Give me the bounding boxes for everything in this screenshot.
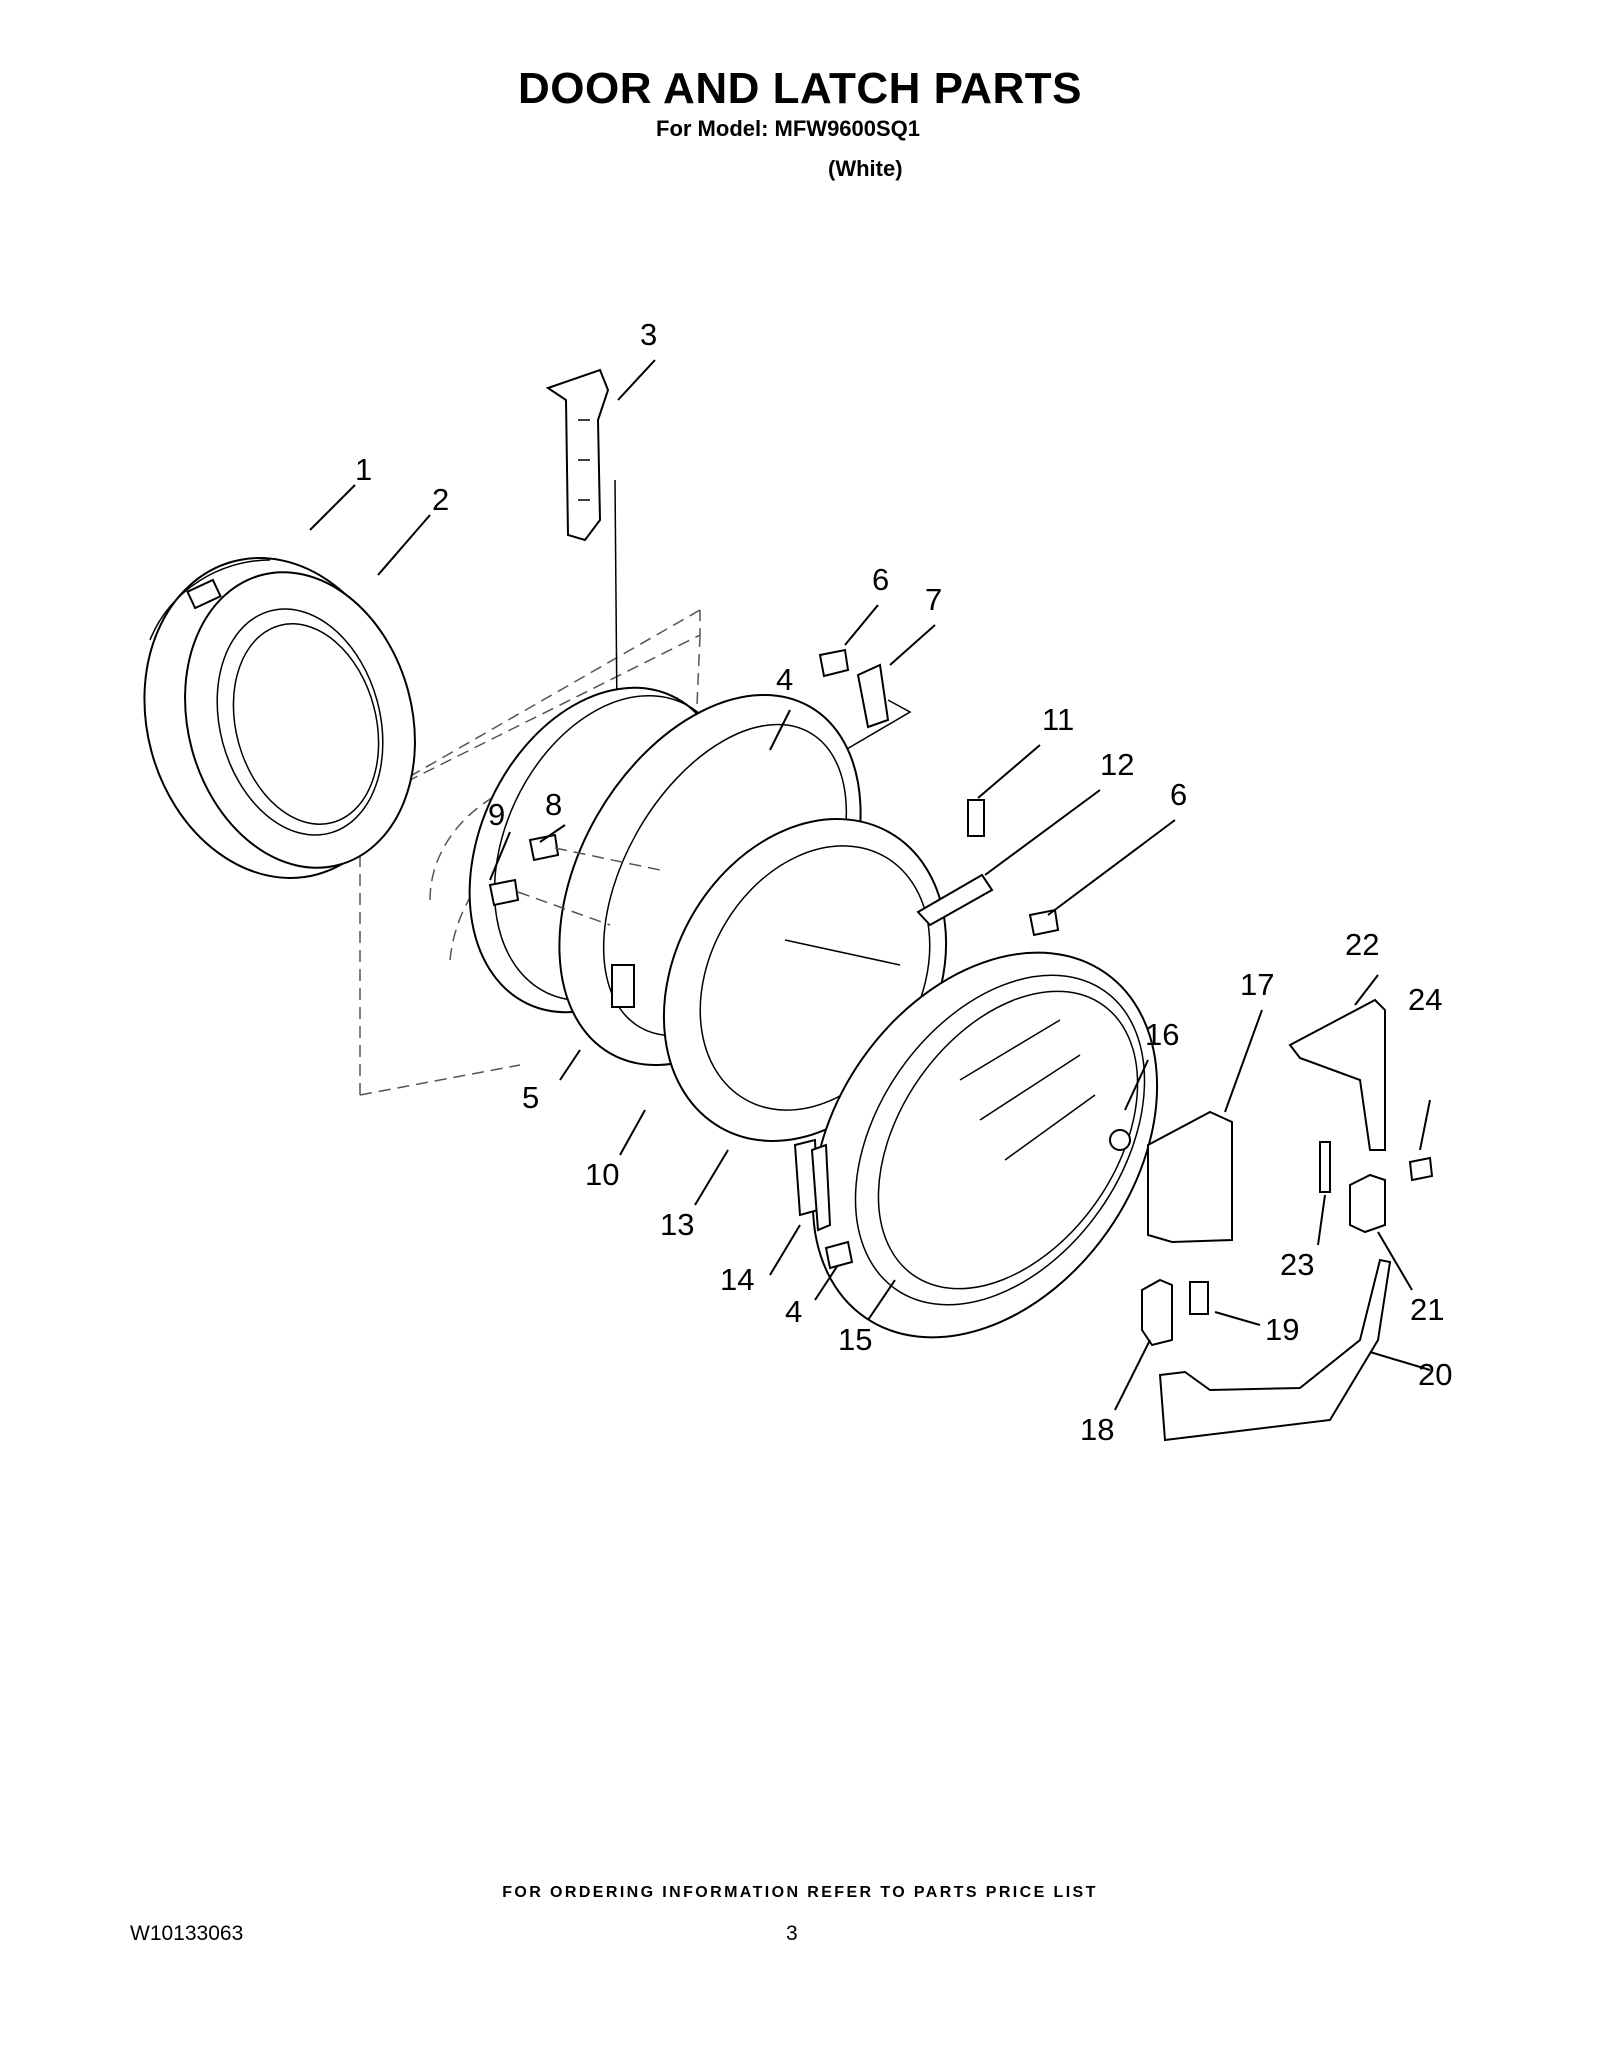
callout-17: 17 [1240, 967, 1274, 1002]
callout-2: 2 [432, 482, 449, 517]
drawing-artwork [143, 368, 1434, 1442]
page-number: 3 [786, 1922, 798, 1945]
callout-11: 11 [1042, 702, 1074, 737]
callout-10: 10 [585, 1157, 619, 1192]
callout-leaders [309, 359, 1431, 1411]
callout-21: 21 [1410, 1292, 1444, 1327]
callout-5: 5 [522, 1080, 539, 1115]
callout-12: 12 [1100, 747, 1134, 782]
document-number: W10133063 [130, 1922, 244, 1945]
callout-6-right: 6 [1170, 777, 1187, 812]
ordering-note: FOR ORDERING INFORMATION REFER TO PARTS … [502, 1884, 1098, 1901]
callout-14: 14 [720, 1262, 754, 1297]
model-line: For Model: MFW9600SQ1 [656, 116, 921, 141]
callout-4-lower: 4 [785, 1294, 802, 1329]
callout-13: 13 [660, 1207, 694, 1242]
callout-23: 23 [1280, 1247, 1314, 1282]
callout-9: 9 [488, 797, 505, 832]
callout-24: 24 [1408, 982, 1442, 1017]
color-line: (White) [828, 156, 903, 181]
callout-4-upper: 4 [776, 662, 793, 697]
callout-3: 3 [640, 317, 657, 352]
callout-numbers: 1 2 3 4 6 7 11 12 6 9 8 5 10 13 14 4 15 … [355, 317, 1452, 1447]
callout-8: 8 [545, 787, 562, 822]
callout-7: 7 [925, 582, 942, 617]
page-title: DOOR AND LATCH PARTS [517, 64, 1083, 113]
callout-6-upper: 6 [872, 562, 889, 597]
callout-18: 18 [1080, 1412, 1114, 1447]
callout-1: 1 [355, 452, 372, 487]
callout-16: 16 [1145, 1017, 1179, 1052]
callout-19: 19 [1265, 1312, 1299, 1347]
callout-20: 20 [1418, 1357, 1452, 1392]
callout-15: 15 [838, 1322, 872, 1357]
callout-22: 22 [1345, 927, 1379, 962]
